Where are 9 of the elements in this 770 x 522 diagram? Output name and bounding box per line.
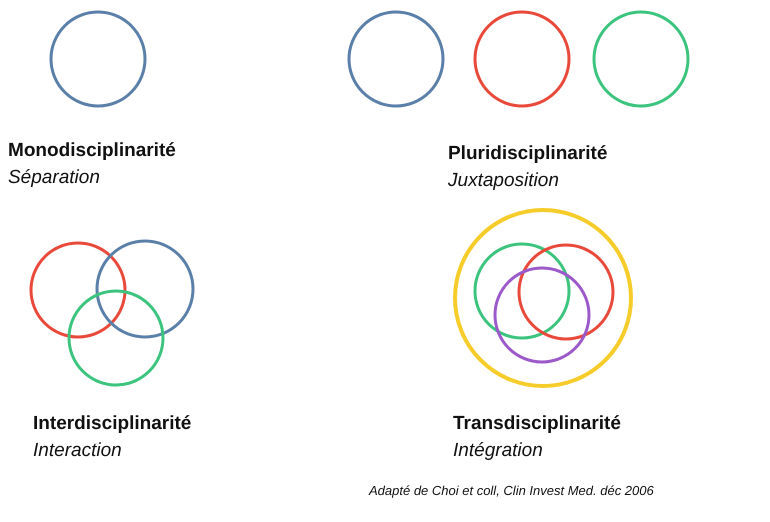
subheading: Intégration: [453, 440, 543, 462]
subheading: Séparation: [8, 167, 100, 189]
heading: Pluridisciplinarité: [448, 143, 608, 165]
heading: Interdisciplinarité: [33, 413, 192, 435]
heading: Transdisciplinarité: [453, 413, 621, 435]
caption: Adapté de Choi et coll, Clin Invest Med. déc 2006: [369, 483, 654, 498]
subheading: Interaction: [33, 440, 122, 462]
heading: Monodisciplinarité: [8, 140, 176, 162]
subheading: Juxtaposition: [448, 170, 559, 192]
